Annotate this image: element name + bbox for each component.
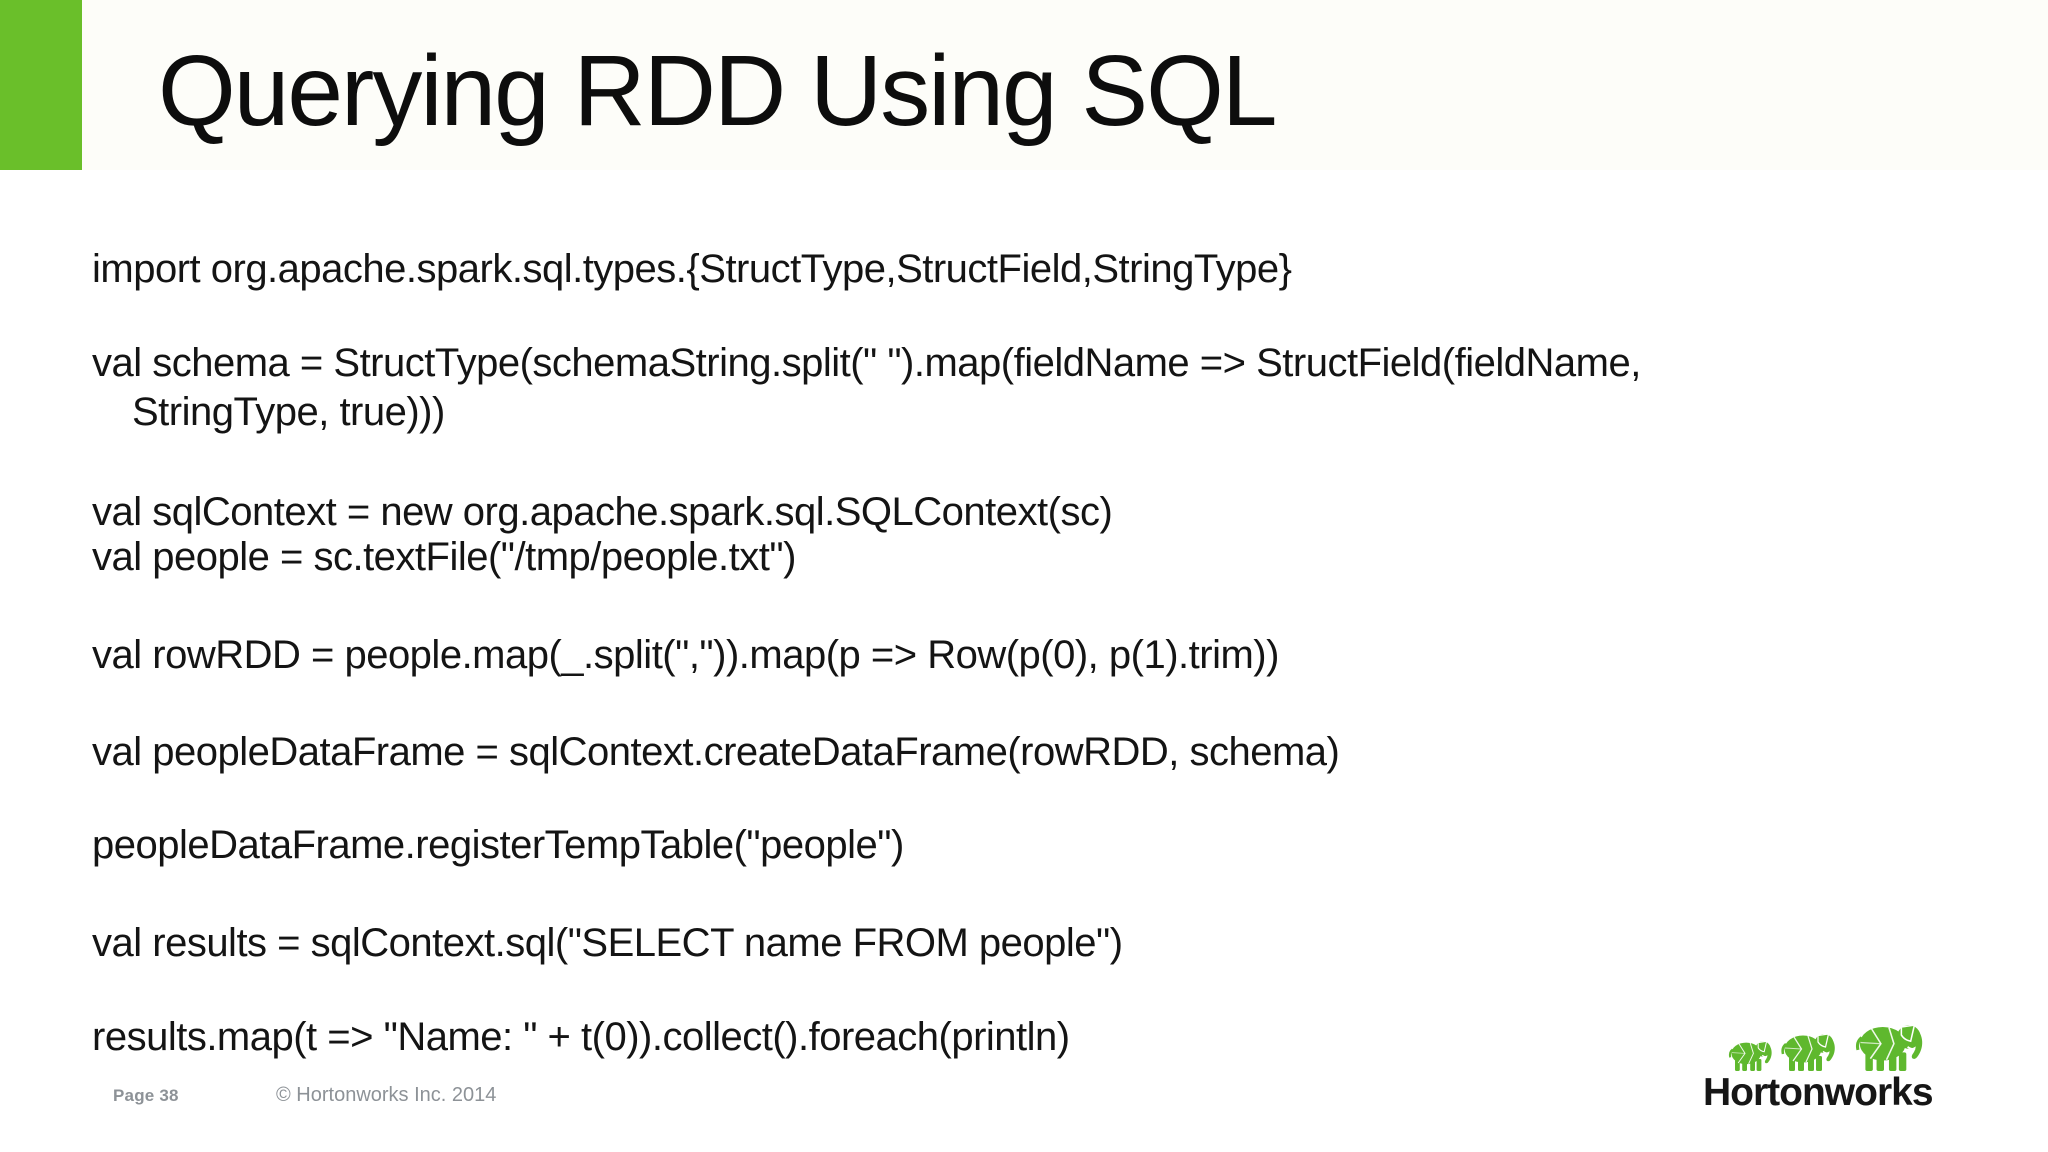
accent-bar bbox=[0, 0, 82, 170]
code-line: val people = sc.textFile("/tmp/people.tx… bbox=[92, 535, 796, 579]
slide-title: Querying RDD Using SQL bbox=[158, 35, 1278, 147]
hortonworks-elephants-icon bbox=[1728, 1023, 1924, 1073]
title-band bbox=[0, 0, 2048, 170]
code-line: val schema = StructType(schemaString.spl… bbox=[92, 341, 1641, 385]
code-line: val sqlContext = new org.apache.spark.sq… bbox=[92, 490, 1113, 534]
code-line: val rowRDD = people.map(_.split(",")).ma… bbox=[92, 633, 1279, 677]
code-line: val results = sqlContext.sql("SELECT nam… bbox=[92, 921, 1123, 965]
page-number: Page 38 bbox=[113, 1086, 179, 1105]
hortonworks-logo: Hortonworks bbox=[1703, 1016, 1935, 1116]
copyright-text: © Hortonworks Inc. 2014 bbox=[276, 1084, 497, 1106]
code-line: val peopleDataFrame = sqlContext.createD… bbox=[92, 730, 1340, 774]
code-line: StringType, true))) bbox=[132, 390, 445, 434]
code-line: peopleDataFrame.registerTempTable("peopl… bbox=[92, 823, 904, 867]
code-line: results.map(t => "Name: " + t(0)).collec… bbox=[92, 1015, 1070, 1059]
code-line: import org.apache.spark.sql.types.{Struc… bbox=[92, 247, 1292, 291]
hortonworks-wordmark: Hortonworks bbox=[1703, 1071, 1934, 1114]
